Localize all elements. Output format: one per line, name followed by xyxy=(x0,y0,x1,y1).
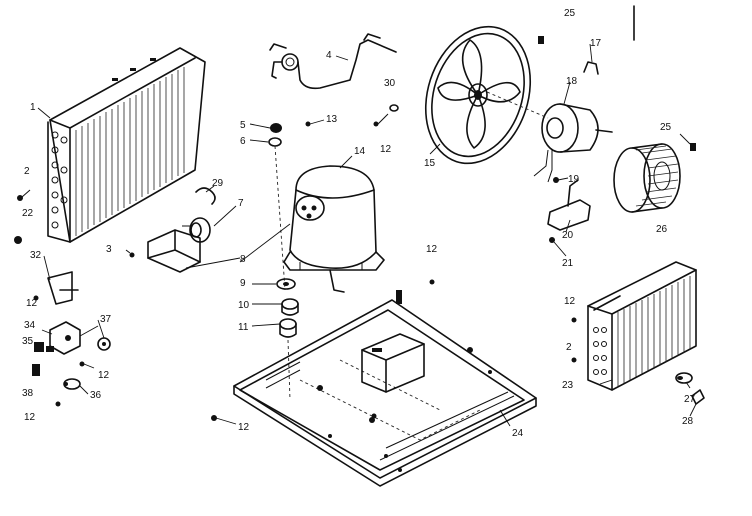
switch-bracket-32 xyxy=(47,271,79,305)
callout-12-switch: 12 xyxy=(98,370,110,381)
callout-12-bracket: 12 xyxy=(26,298,38,309)
capacitor xyxy=(182,217,211,243)
condenser-fan-blade xyxy=(424,25,532,165)
switch-actuator-35 xyxy=(34,342,54,352)
callout-20: 20 xyxy=(562,230,574,241)
callout-38: 38 xyxy=(22,388,34,399)
screw-12-base-left xyxy=(211,415,217,421)
motor-bracket xyxy=(547,179,591,231)
fan-motor xyxy=(533,103,613,183)
nut-25-right xyxy=(690,143,696,151)
callout-12-center: 12 xyxy=(426,244,438,255)
callout-8: 8 xyxy=(240,254,246,265)
callout-15: 15 xyxy=(424,158,436,169)
callout-9: 9 xyxy=(240,278,246,289)
compressor xyxy=(283,165,385,293)
screw-13 xyxy=(305,121,311,127)
callout-10: 10 xyxy=(238,300,250,311)
callout-12-base: 12 xyxy=(238,422,250,433)
condenser-fins xyxy=(75,67,185,236)
callout-14: 14 xyxy=(354,146,366,157)
grommet-10 xyxy=(281,298,299,316)
evaporator-return-bends xyxy=(593,327,607,375)
callout-17: 17 xyxy=(590,38,602,49)
screw-12-front xyxy=(371,413,377,419)
callout-2-evap: 2 xyxy=(566,342,572,353)
callout-25-right: 25 xyxy=(660,122,672,133)
screw-19 xyxy=(553,177,559,183)
callout-27: 27 xyxy=(684,394,696,405)
screw-12-center xyxy=(429,279,435,285)
terminal-38 xyxy=(32,364,40,376)
callout-37: 37 xyxy=(100,314,112,325)
callout-35: 35 xyxy=(22,336,34,347)
callout-36: 36 xyxy=(90,390,102,401)
callout-1: 1 xyxy=(30,102,36,113)
callout-6: 6 xyxy=(240,136,246,147)
screw-30 xyxy=(389,104,399,112)
callout-18: 18 xyxy=(566,76,578,87)
evaporator-fins xyxy=(617,276,691,386)
callout-2-left: 2 xyxy=(24,166,30,177)
nut-25-top xyxy=(538,36,544,44)
callout-13: 13 xyxy=(326,114,338,125)
coil-top-marks xyxy=(112,58,156,81)
mount-washer-9 xyxy=(276,278,296,290)
capacitor-bracket xyxy=(147,229,201,273)
screw-21 xyxy=(549,237,555,243)
knob-37 xyxy=(97,337,111,351)
control-box xyxy=(361,333,425,393)
callout-12-lower: 12 xyxy=(24,412,36,423)
screw-12-lower xyxy=(55,401,61,407)
screw-12-evap xyxy=(571,317,577,323)
blower-wheel xyxy=(613,143,681,213)
screw-12-switch xyxy=(79,361,85,367)
evaporator-coil xyxy=(587,261,697,391)
callout-12-evap: 12 xyxy=(564,296,576,307)
callout-24: 24 xyxy=(512,428,524,439)
switch-34 xyxy=(49,321,81,355)
callout-23: 23 xyxy=(562,380,574,391)
callout-5: 5 xyxy=(240,120,246,131)
callout-19: 19 xyxy=(568,174,580,185)
coil-return-bends xyxy=(51,131,68,229)
refrigerant-tubing xyxy=(269,33,397,90)
screw-2-left xyxy=(17,189,31,201)
callout-21: 21 xyxy=(562,258,574,269)
leader-lines xyxy=(37,43,697,427)
callout-22: 22 xyxy=(22,208,34,219)
callout-26: 26 xyxy=(656,224,668,235)
clamp-36 xyxy=(63,378,81,390)
callout-7: 7 xyxy=(238,198,244,209)
washer-6 xyxy=(268,137,282,147)
screw-12-bracket xyxy=(33,295,39,301)
base-pan xyxy=(233,290,537,487)
fitting-28 xyxy=(691,389,705,405)
base-pan-rails xyxy=(265,361,515,461)
callout-25-top: 25 xyxy=(564,8,576,19)
callout-labels: 1 2 22 3 4 5 6 7 29 8 9 10 11 13 14 30 1… xyxy=(22,8,696,439)
callout-28: 28 xyxy=(682,416,694,427)
screw-3 xyxy=(125,249,135,258)
screw-2-evap xyxy=(571,357,577,363)
fitting-27 xyxy=(675,372,693,384)
callout-3: 3 xyxy=(106,244,112,255)
condenser-coil xyxy=(47,47,206,243)
callout-34: 34 xyxy=(24,320,36,331)
callout-30: 30 xyxy=(384,78,396,89)
callout-12-upper: 12 xyxy=(380,144,392,155)
callout-29: 29 xyxy=(212,178,224,189)
callout-4: 4 xyxy=(326,50,332,61)
callout-11: 11 xyxy=(238,322,249,333)
grommet-5 xyxy=(270,123,282,133)
screw-12-upper xyxy=(373,113,389,127)
clip-17 xyxy=(583,61,599,75)
screw-22 xyxy=(14,236,22,244)
sleeve-11 xyxy=(279,318,297,338)
callout-32: 32 xyxy=(30,250,42,261)
capacitor-clip-29 xyxy=(195,187,216,205)
